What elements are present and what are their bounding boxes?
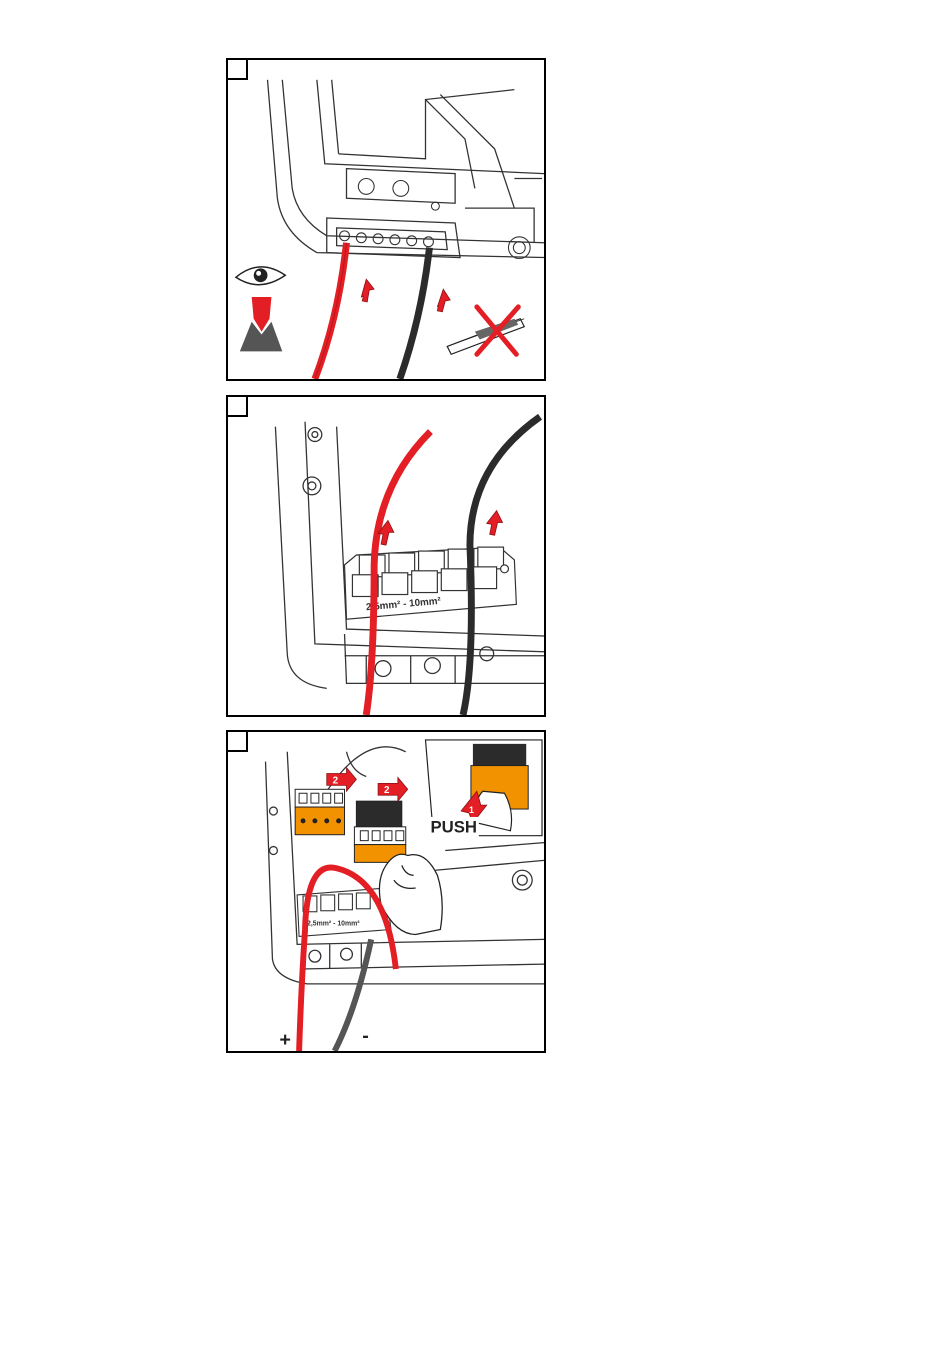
step-number-box bbox=[228, 732, 248, 752]
red-wire bbox=[315, 243, 347, 379]
black-wire bbox=[400, 248, 430, 379]
push-label: PUSH bbox=[430, 818, 477, 837]
connector-being-inserted bbox=[354, 801, 405, 862]
callout-2: 2 bbox=[384, 785, 390, 796]
terminal-marking: 2,5mm² - 10mm² bbox=[307, 921, 360, 928]
plus-label: + bbox=[279, 1029, 291, 1051]
eye-icon bbox=[236, 267, 285, 285]
do-not-cut-icon bbox=[447, 307, 524, 354]
illustration-strip-insulation bbox=[228, 60, 544, 379]
callout-1: 1 bbox=[469, 805, 474, 815]
insert-arrow-icon bbox=[378, 511, 502, 546]
step-panel-3: 2,5mm² - 10mm² 2 2 bbox=[226, 730, 546, 1053]
step-number-box bbox=[228, 60, 248, 80]
step-panel-1 bbox=[226, 58, 546, 381]
minus-label: - bbox=[362, 1025, 369, 1047]
stripped-wire-icon bbox=[240, 297, 282, 351]
illustration-connect-terminals: 2,5mm² - 10mm² 2 2 bbox=[228, 732, 544, 1051]
illustration-insert-wires-terminal: 2,5mm² - 10mm² bbox=[228, 397, 544, 715]
step-panel-2: 2,5mm² - 10mm² bbox=[226, 395, 546, 717]
step-number-box bbox=[228, 397, 248, 417]
orange-connector bbox=[295, 789, 344, 834]
insert-arrow-icon bbox=[361, 279, 450, 312]
callout-2: 2 bbox=[333, 775, 339, 786]
